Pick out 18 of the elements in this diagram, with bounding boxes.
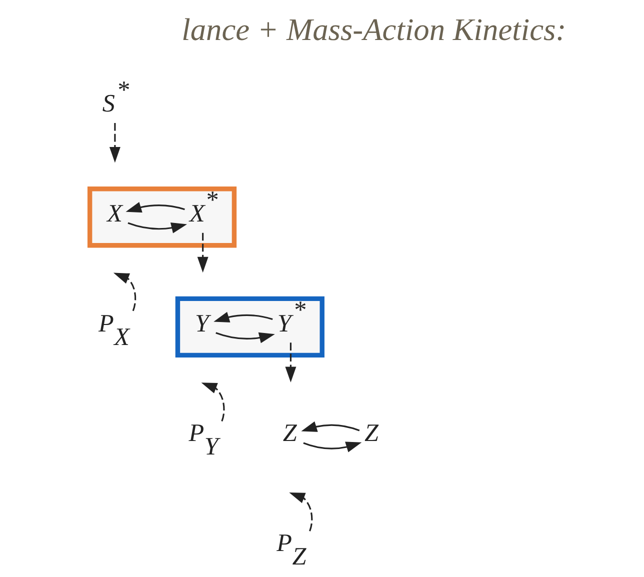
arrow	[213, 312, 272, 322]
cluster	[86, 186, 236, 248]
arrow	[108, 122, 120, 163]
arrow	[112, 272, 136, 312]
arrow	[215, 332, 274, 344]
arrow	[196, 232, 208, 273]
arrow	[302, 442, 362, 452]
arrow	[127, 222, 187, 234]
arrow	[284, 342, 296, 382]
label: lance + Mass-Action Kinetics:	[181, 12, 566, 47]
node-text: X	[106, 200, 122, 228]
arrow	[288, 492, 312, 532]
arrow	[300, 421, 360, 432]
arrow	[200, 382, 224, 422]
node-text: Z	[282, 420, 296, 448]
cluster	[174, 296, 324, 358]
arrow	[125, 202, 184, 213]
node-text: Z	[364, 420, 378, 448]
